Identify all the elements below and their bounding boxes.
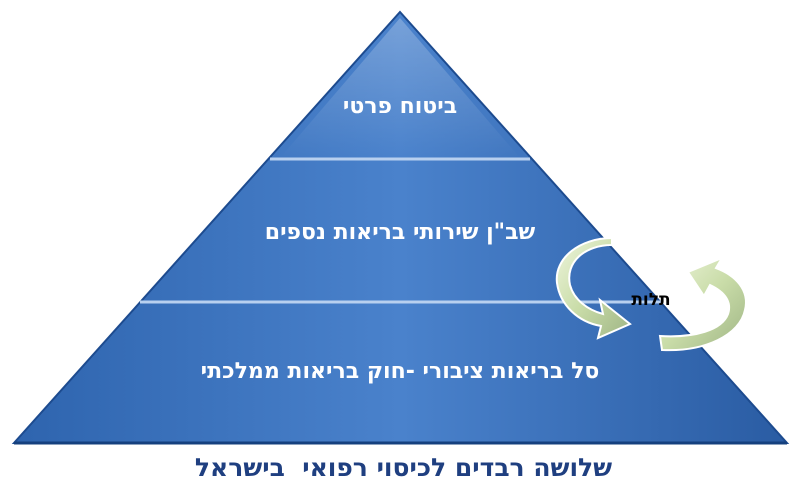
- layer-label-public-basket: סל בריאות ציבורי -חוק בריאות ממלכתי: [201, 359, 600, 384]
- pyramid-shine: [280, 18, 520, 158]
- cycle-arrow-right-icon: [658, 255, 747, 352]
- layer-label-supplementary-services: שב"ן שירותי בריאות נספים: [265, 220, 536, 245]
- cycle-label-dependency: תלות: [631, 290, 670, 310]
- diagram-caption: שלושה רבדים לכיסוי רפואי בישראל: [194, 453, 613, 482]
- cycle-arrow-left-icon: [555, 236, 632, 340]
- cycle-arrows: [555, 236, 747, 352]
- pyramid: [11, 10, 790, 445]
- layer-label-private-insurance: ביטוח פרטי: [343, 94, 457, 119]
